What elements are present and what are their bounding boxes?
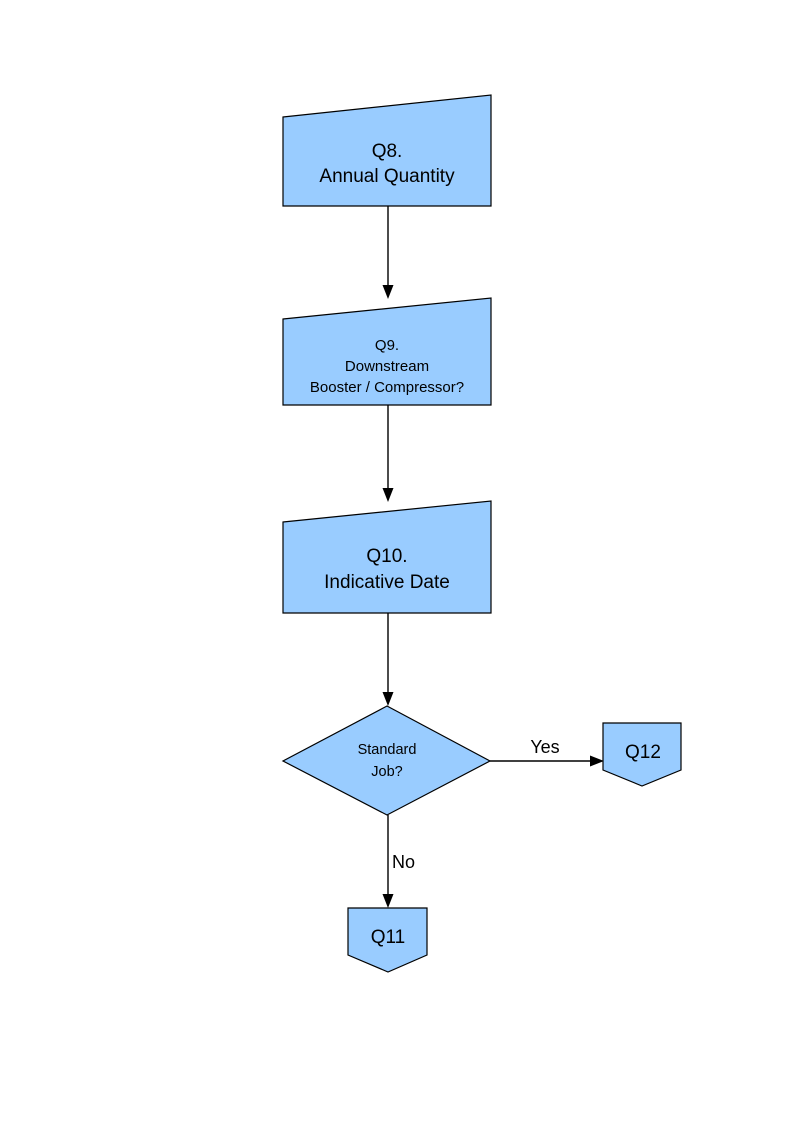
node-q8-line2: Annual Quantity	[319, 166, 455, 187]
node-q11[interactable]: Q11	[347, 907, 428, 973]
arrowhead-icon	[382, 894, 394, 908]
node-q12[interactable]: Q12	[602, 722, 682, 787]
node-q9-line3: Booster / Compressor?	[310, 379, 464, 396]
arrowhead-icon	[382, 692, 394, 706]
edge-label-no: No	[392, 852, 415, 872]
node-q10-line2: Indicative Date	[324, 572, 450, 593]
connector-q9-to-q10[interactable]	[382, 405, 394, 502]
arrowhead-icon	[382, 488, 394, 502]
node-q10-line1: Q10.	[366, 546, 407, 567]
arrowhead-icon	[382, 285, 394, 299]
node-q9-shape	[282, 297, 492, 406]
node-q10[interactable]: Q10. Indicative Date	[282, 500, 492, 614]
connector-q8-to-q9[interactable]	[382, 206, 394, 299]
node-q8[interactable]: Q8. Annual Quantity	[282, 94, 492, 207]
node-q9-line2: Downstream	[345, 358, 429, 375]
node-q10-shape	[282, 500, 492, 614]
edge-label-yes: Yes	[530, 737, 559, 757]
node-decision-line1: Standard	[358, 742, 417, 758]
node-q11-label: Q11	[371, 927, 406, 948]
node-q9-line1: Q9.	[375, 337, 399, 354]
connector-decision-to-q11[interactable]	[382, 815, 394, 908]
node-q8-shape	[282, 94, 492, 207]
arrowhead-icon	[590, 755, 604, 767]
node-q12-shape	[602, 722, 682, 787]
connector-q10-to-decision[interactable]	[382, 613, 394, 706]
node-decision-line2: Job?	[371, 764, 402, 780]
node-decision-shape	[281, 705, 492, 816]
node-decision-standard-job[interactable]: Standard Job?	[281, 705, 492, 816]
node-q12-label: Q12	[625, 742, 661, 763]
connector-decision-to-q12[interactable]	[490, 755, 604, 767]
node-q8-line1: Q8.	[372, 141, 403, 162]
node-q9[interactable]: Q9. Downstream Booster / Compressor?	[282, 297, 492, 406]
node-q11-shape	[347, 907, 428, 973]
